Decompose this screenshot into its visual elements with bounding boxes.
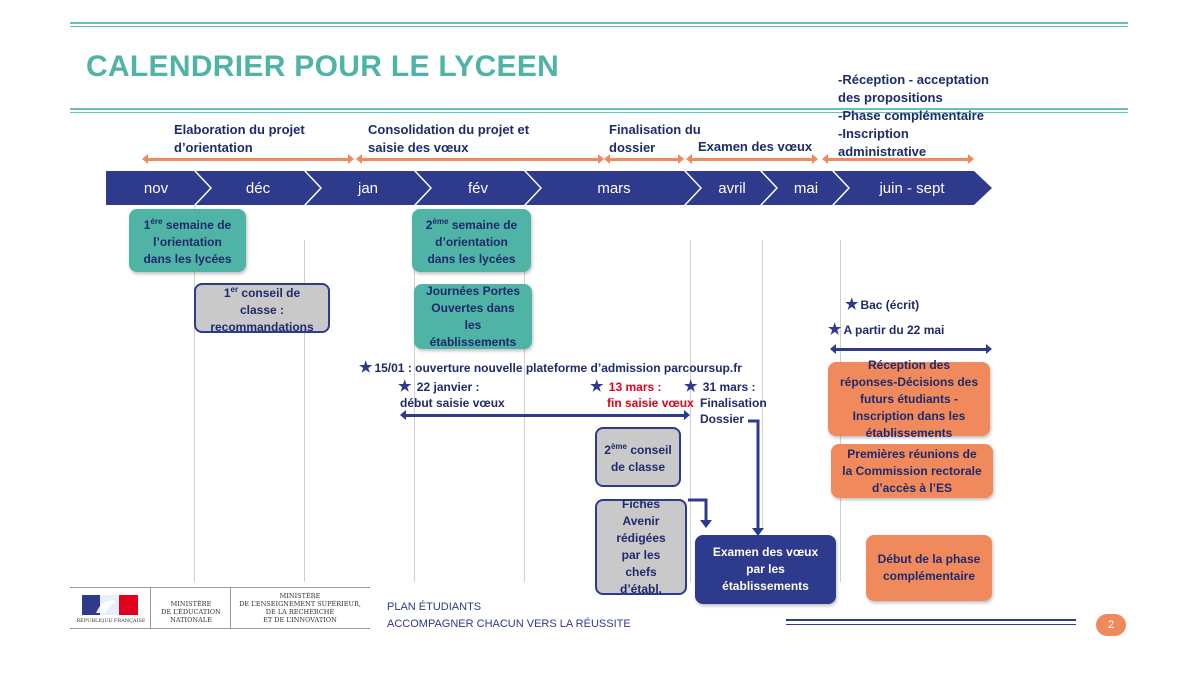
- phase-consolidation: Consolidation du projet et saisie des vœ…: [368, 122, 530, 155]
- month-jan: jan: [357, 180, 379, 197]
- gridline: [304, 240, 305, 582]
- gridline: [194, 206, 195, 582]
- connector-arrows: [688, 419, 764, 536]
- arrowhead-down: [752, 528, 764, 536]
- divider: [230, 588, 231, 628]
- timeline-segment-mars: [526, 171, 700, 205]
- title-rule: [70, 108, 1128, 110]
- phase-elaboration: Elaboration du projet d’orientation: [174, 122, 305, 155]
- gridline: [690, 240, 691, 582]
- box-premieres-reunions: Premières réunions de la Commission rect…: [831, 444, 993, 498]
- event-fin-saisie: ★ 13 mars : fin saisie vœux: [590, 378, 694, 411]
- timeline-segment-jan: [306, 171, 430, 205]
- phase-arrow-consolidation: [356, 154, 604, 164]
- gridline: [414, 240, 415, 582]
- box-debut-phase-complementaire: Début de la phase complémentaire: [866, 535, 992, 601]
- month-dec: déc: [245, 180, 271, 197]
- phase-arrow-finalisation: [604, 154, 684, 164]
- ministry-enseignement-superieur: MINISTÈRE DE L’ENSEIGNEMENT SUPÉRIEUR, D…: [239, 592, 361, 624]
- top-rule-thin: [70, 26, 1128, 27]
- star-icon: ★: [359, 359, 373, 376]
- month-mai: mai: [793, 180, 819, 197]
- divider: [150, 588, 151, 628]
- event-bac: ★Bac (écrit): [845, 296, 920, 313]
- phase-finalisation: Finalisation du dossier: [609, 122, 701, 155]
- box-fiches-avenir: Fiches Avenir rédigées par les chefs d’é…: [595, 497, 687, 596]
- event-a-partir-22-mai: ★A partir du 22 mai: [828, 321, 945, 338]
- month-mars: mars: [597, 180, 631, 197]
- box-journees-portes-ouvertes: Journées Portes Ouvertes dans les établi…: [414, 284, 532, 349]
- timeline-segment-juin-sept: [834, 171, 992, 205]
- phase-reception: -Réception - acceptation des proposition…: [838, 72, 989, 159]
- event-ouverture-plateforme: ★15/01 : ouverture nouvelle plateforme d…: [359, 359, 742, 376]
- star-icon: ★: [845, 296, 859, 313]
- ministry-logo-banner: RÉPUBLIQUE FRANÇAISE MINISTÈRE DE L’ÉDUC…: [70, 587, 370, 629]
- month-juin-sept: juin - sept: [879, 180, 945, 197]
- connector-fiches-to-examen: [688, 498, 708, 522]
- box-examen-voeux: Examen des vœux par les établissements: [695, 535, 836, 604]
- footer-slogan: ACCOMPAGNER CHACUN VERS LA RÉUSSITE: [387, 618, 631, 630]
- box-semaine-orientation-2: 2ème semaine de d’orientation dans les l…: [412, 209, 531, 272]
- star-icon: ★: [398, 378, 412, 395]
- footer-rule-thin: [786, 624, 1076, 625]
- phase-arrow-elaboration: [142, 154, 354, 164]
- arrowhead-down: [700, 520, 712, 528]
- title-rule-thin: [70, 112, 1128, 113]
- star-icon: ★: [828, 321, 842, 338]
- page-number: 2: [1096, 614, 1126, 636]
- gridline: [762, 240, 763, 530]
- event-finalisation-dossier: ★ 31 mars : Finalisation Dossier: [684, 378, 767, 427]
- event-debut-saisie: ★ 22 janvier : début saisie vœux: [398, 378, 505, 411]
- footer-rule: [786, 619, 1076, 621]
- ministry-education: MINISTÈRE DE L’ÉDUCATION NATIONALE: [161, 600, 221, 624]
- gridline: [524, 240, 525, 582]
- box-reception-reponses: Réception des réponses-Décisions des fut…: [828, 358, 990, 440]
- box-semaine-orientation-1: 1ère semaine de l’orientation dans les l…: [129, 209, 246, 272]
- timeline-segment-nov: [106, 171, 210, 205]
- timeline-bar: [106, 171, 992, 205]
- month-fev: fév: [467, 180, 488, 197]
- top-rule: [70, 22, 1128, 24]
- month-avril: avril: [718, 180, 746, 197]
- star-icon: ★: [684, 378, 698, 395]
- timeline-segment-dec: [196, 171, 320, 205]
- timeline-segment-avril: [686, 171, 776, 205]
- page-title: CALENDRIER POUR LE LYCEEN: [86, 50, 560, 83]
- star-icon: ★: [590, 378, 604, 395]
- box-conseil-classe-2: 2ème conseil de classe: [595, 427, 681, 487]
- phase-arrow-examen: [686, 154, 818, 164]
- box-conseil-classe-1: 1er conseil de classe : recommandations: [194, 283, 330, 334]
- footer-plan-etudiants: PLAN ÉTUDIANTS: [387, 601, 482, 613]
- timeline-segment-fev: [416, 171, 540, 205]
- arrow-saisie-voeux: [400, 410, 690, 420]
- timeline-segment-mai: [762, 171, 848, 205]
- phase-arrow-reception: [822, 154, 974, 164]
- month-nov: nov: [143, 180, 169, 197]
- marianne-logo-icon: [82, 595, 138, 615]
- connector-dossier-to-examen: [748, 419, 760, 530]
- phase-examen: Examen des vœux: [698, 139, 813, 154]
- arrow-reception: [830, 344, 992, 354]
